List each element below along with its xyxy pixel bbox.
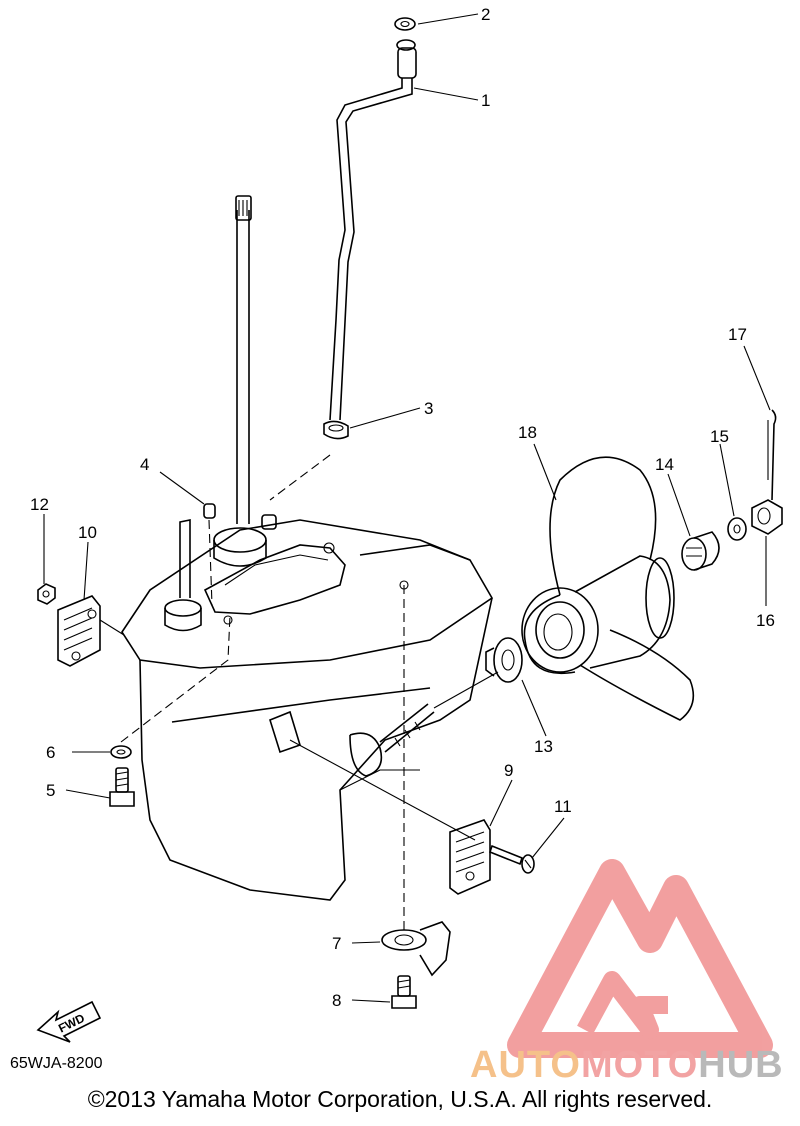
water-tube — [329, 47, 417, 421]
bolt — [109, 767, 135, 807]
trim-tab — [381, 921, 451, 977]
nut — [37, 583, 56, 605]
water-inlet-cover-left — [57, 595, 101, 667]
callout-10: 10 — [78, 523, 97, 542]
lower-casing — [121, 514, 494, 901]
washer-prop — [727, 517, 747, 541]
leader-lines — [43, 13, 771, 1003]
callout-2: 2 — [481, 5, 490, 24]
callout-4: 4 — [140, 455, 149, 474]
spacer — [681, 531, 720, 571]
diagram-code: 65WJA-8200 — [10, 1055, 103, 1072]
guide-line-4 — [208, 519, 213, 606]
dowel-pin — [203, 503, 216, 519]
callout-11: 11 — [554, 797, 572, 816]
grommet-tube — [323, 420, 349, 440]
guide-line-9 — [289, 739, 476, 841]
callout-5: 5 — [46, 781, 55, 800]
water-inlet-cover-right — [449, 819, 491, 895]
thrust-washer — [485, 637, 523, 683]
callout-8: 8 — [332, 991, 341, 1010]
bolt-trim-tab — [391, 975, 417, 1009]
callout-1: 1 — [481, 91, 490, 110]
drive-shaft — [235, 195, 252, 524]
guide-line-13 — [433, 671, 499, 709]
watermark-part-3: HUB — [698, 1044, 783, 1086]
callout-14: 14 — [655, 455, 674, 474]
callout-7: 7 — [332, 934, 341, 953]
callout-18: 18 — [518, 423, 537, 442]
callout-12: 12 — [30, 495, 49, 514]
callout-17: 17 — [728, 325, 747, 344]
callout-16: 16 — [756, 611, 775, 630]
watermark-logo — [507, 859, 773, 1058]
callout-15: 15 — [710, 427, 729, 446]
callout-13: 13 — [534, 737, 553, 756]
guide-line-6 — [120, 614, 231, 743]
svg-text:AUTOMOTOHUB: AUTOMOTOHUB — [470, 1044, 784, 1086]
guide-line-3 — [269, 454, 331, 501]
watermark-wordmark: AUTOMOTOHUB — [470, 1044, 784, 1086]
callout-3: 3 — [424, 399, 433, 418]
callout-labels: 2 1 3 4 12 10 6 5 9 11 13 18 14 15 16 17… — [30, 5, 775, 1010]
grommet-top — [394, 17, 416, 51]
guide-line-10 — [99, 619, 125, 636]
watermark-part-1: AUTO — [470, 1044, 581, 1086]
propeller — [521, 456, 695, 721]
watermark-part-2: MOTO — [581, 1044, 698, 1086]
screw — [489, 844, 535, 874]
callout-6: 6 — [46, 743, 55, 762]
washer — [110, 745, 132, 759]
callout-9: 9 — [504, 761, 513, 780]
copyright-notice: ©2013 Yamaha Motor Corporation, U.S.A. A… — [87, 1086, 713, 1112]
cotter-pin — [767, 409, 777, 501]
propeller-nut — [751, 499, 783, 535]
fwd-arrow: FWD — [36, 1000, 102, 1043]
